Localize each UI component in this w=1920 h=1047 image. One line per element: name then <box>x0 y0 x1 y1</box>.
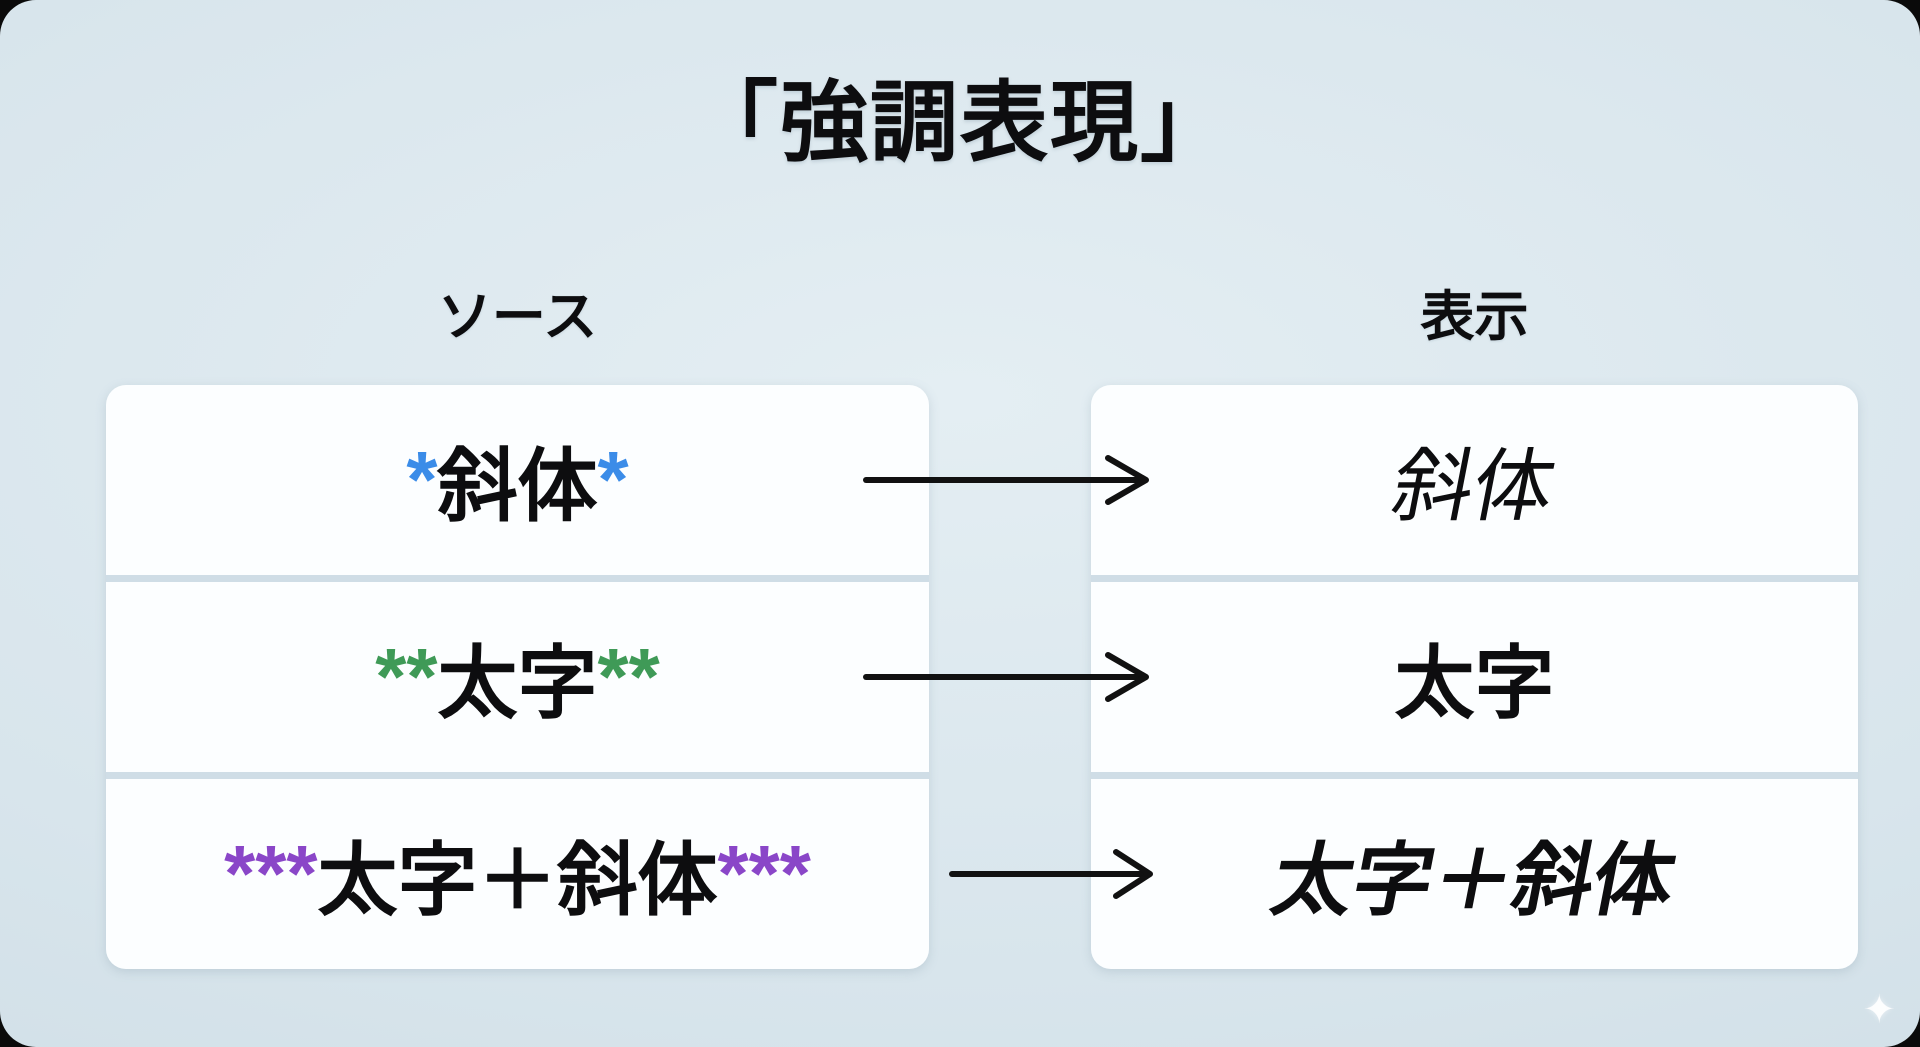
source-text-italic: 斜体 <box>437 442 598 531</box>
display-column: 斜体 太字 太字＋斜体 <box>1091 385 1858 969</box>
source-text-bold: 太字 <box>437 639 598 728</box>
bold-italic-close-marker: *** <box>717 829 811 918</box>
bold-open-marker: ** <box>375 632 438 721</box>
display-text-bold: 太字 <box>1394 639 1555 728</box>
bold-italic-open-marker: *** <box>224 829 318 918</box>
display-text-italic: 斜体 <box>1384 442 1562 531</box>
bold-close-marker: ** <box>597 632 660 721</box>
source-column-header: ソース <box>437 287 598 347</box>
display-cell-bold-italic: 太字＋斜体 <box>1091 779 1858 969</box>
row-divider <box>106 575 929 582</box>
display-cell-bold: 太字 <box>1091 582 1858 772</box>
italic-close-marker: * <box>597 435 629 524</box>
display-cell-italic: 斜体 <box>1091 385 1858 575</box>
row-divider <box>1091 575 1858 582</box>
sparkle-icon: ✦ <box>1862 988 1896 1032</box>
row-divider <box>106 772 929 779</box>
display-text-bold-italic: 太字＋斜体 <box>1264 836 1682 925</box>
italic-open-marker: * <box>406 435 438 524</box>
arrow-icon-bold <box>862 647 1162 707</box>
source-column: *斜体* **太字** ***太字＋斜体*** <box>106 385 929 969</box>
arrow-icon-italic <box>862 450 1162 510</box>
page-title: 「強調表現」 <box>689 73 1230 172</box>
display-column-header: 表示 <box>1420 287 1529 347</box>
source-cell-italic: *斜体* <box>106 385 929 575</box>
source-text-bold-italic: 太字＋斜体 <box>317 836 718 925</box>
source-cell-bold: **太字** <box>106 582 929 772</box>
row-divider <box>1091 772 1858 779</box>
arrow-icon-bold-italic <box>948 844 1166 904</box>
source-cell-bold-italic: ***太字＋斜体*** <box>106 779 929 969</box>
